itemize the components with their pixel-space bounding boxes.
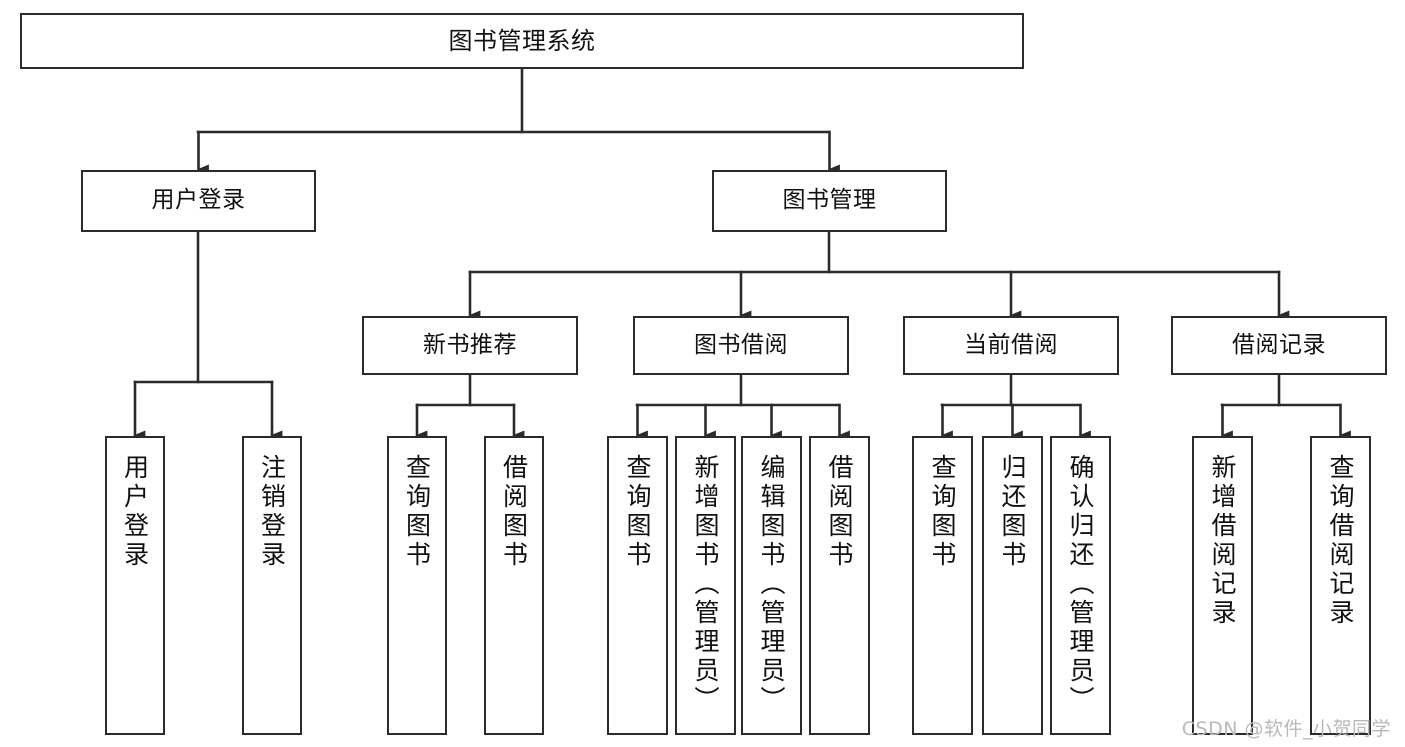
node-label: 确认归还（管理员）	[1066, 454, 1095, 715]
node-leaf-logout[interactable]: 注销登录	[242, 436, 302, 735]
node-leaf-borrow-book-2[interactable]: 借阅图书	[809, 436, 870, 735]
node-borrow-record[interactable]: 借阅记录	[1171, 316, 1387, 375]
node-label: 当前借阅	[964, 331, 1058, 358]
node-leaf-confirm-return[interactable]: 确认归还（管理员）	[1050, 436, 1111, 735]
node-label: 用户登录	[120, 454, 150, 570]
node-leaf-user-login[interactable]: 用户登录	[105, 436, 165, 735]
node-book-manage[interactable]: 图书管理	[712, 170, 947, 232]
node-label: 借阅图书	[825, 454, 854, 570]
node-user-login[interactable]: 用户登录	[81, 170, 316, 232]
node-leaf-query-book-3[interactable]: 查询图书	[912, 436, 973, 735]
node-label: 注销登录	[257, 454, 287, 570]
node-label: 新增图书（管理员）	[691, 454, 720, 715]
node-leaf-borrow-book-1[interactable]: 借阅图书	[484, 436, 544, 735]
node-label: 图书借阅	[694, 331, 788, 358]
node-leaf-query-book-1[interactable]: 查询图书	[387, 436, 447, 735]
node-label: 用户登录	[151, 187, 246, 214]
node-label: 图书管理	[782, 187, 877, 214]
node-leaf-query-record[interactable]: 查询借阅记录	[1310, 436, 1371, 735]
node-label: 查询图书	[402, 454, 432, 570]
node-label: 图书管理系统	[448, 26, 596, 55]
node-leaf-return-book[interactable]: 归还图书	[982, 436, 1043, 735]
node-label: 借阅图书	[499, 454, 529, 570]
node-label: 查询图书	[928, 454, 957, 570]
node-leaf-edit-book[interactable]: 编辑图书（管理员）	[741, 436, 802, 735]
node-root[interactable]: 图书管理系统	[20, 13, 1024, 69]
node-label: 新书推荐	[423, 331, 517, 358]
node-new-book-rec[interactable]: 新书推荐	[362, 316, 578, 375]
node-label: 查询图书	[623, 454, 652, 570]
node-label: 借阅记录	[1232, 331, 1326, 358]
node-label: 新增借阅记录	[1208, 454, 1237, 628]
node-leaf-add-record[interactable]: 新增借阅记录	[1192, 436, 1253, 735]
node-label: 归还图书	[998, 454, 1027, 570]
node-leaf-query-book-2[interactable]: 查询图书	[607, 436, 668, 735]
node-current-borrow[interactable]: 当前借阅	[903, 316, 1119, 375]
node-leaf-add-book[interactable]: 新增图书（管理员）	[675, 436, 736, 735]
connector-lines	[133, 67, 1351, 440]
node-label: 编辑图书（管理员）	[757, 454, 786, 715]
node-label: 查询借阅记录	[1326, 454, 1355, 628]
node-book-borrow[interactable]: 图书借阅	[633, 316, 849, 375]
